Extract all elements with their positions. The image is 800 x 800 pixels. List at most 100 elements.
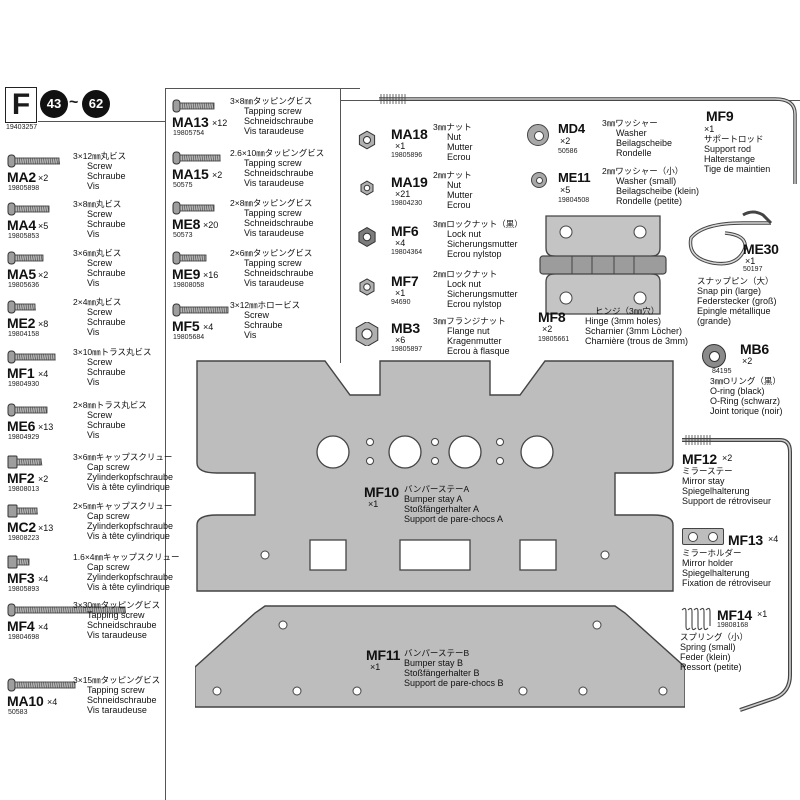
part-name-2: Vis: [87, 229, 100, 239]
part-number: 50575: [173, 182, 193, 189]
part-name-0: Screw: [87, 161, 113, 171]
mf13-desc: ミラーホルダー Mirror holder Spiegelhalterung F…: [682, 548, 772, 588]
part-code: MF4: [7, 618, 35, 634]
screw-icon: [7, 349, 61, 370]
header-code: 19403257: [6, 124, 38, 131]
part-number: 19804158: [8, 331, 40, 338]
part-size-jp: 1.6×4㎜キャップスクリュー: [73, 552, 180, 562]
part-number: 19804930: [8, 381, 40, 388]
bumper-stay-b-mf11: [195, 605, 685, 708]
frame-vertical: [165, 88, 166, 800]
part-name-0: Nut: [447, 180, 462, 190]
mf9-code: MF9: [706, 108, 734, 124]
screw-icon: [172, 150, 226, 171]
part-size-jp: 3×8㎜丸ビス: [73, 199, 122, 209]
part-qty: ×4: [395, 238, 406, 248]
part-code: MF2: [7, 470, 35, 486]
part-number: 19804698: [8, 634, 40, 641]
nut-icon: [355, 225, 379, 254]
md4-desc: 3㎜ワッシャー Washer Beilagscheibe Rondelle: [602, 118, 673, 158]
part-name-0: Tapping screw: [244, 208, 302, 218]
me30-desc: スナップピン（大） Snap pin (large) Federstecker …: [697, 276, 777, 326]
part-name-0: Cap screw: [87, 462, 130, 472]
part-qty: ×21: [395, 189, 411, 199]
mf11-code: MF11: [366, 647, 401, 663]
me30-num: 50197: [743, 266, 763, 273]
mb6-desc: 3㎜Oリング（黒） O-ring (black) O-Ring (schwarz…: [710, 376, 783, 416]
part-code: MC2: [7, 519, 36, 535]
part-name-1: Zylinderkopfschraube: [87, 572, 174, 582]
part-name-0: Tapping screw: [244, 106, 302, 116]
part-number: 19805684: [173, 334, 205, 341]
part-qty: ×13: [38, 523, 54, 533]
part-name-1: Schneidschraube: [87, 695, 157, 705]
part-name-2: Vis taraudeuse: [87, 630, 147, 640]
screw-icon: [172, 200, 220, 221]
support-rod-mf9: [379, 94, 797, 184]
frame-top-right: [165, 88, 360, 89]
part-name-2: Vis: [87, 181, 100, 191]
part-number: 19804929: [8, 434, 40, 441]
part-code: MA10: [7, 693, 44, 709]
md4-qty: ×2: [560, 136, 571, 146]
part-size-jp: 3×15㎜タッピングビス: [73, 675, 161, 685]
part-code: MA4: [7, 217, 36, 233]
part-code: MF5: [172, 318, 200, 334]
part-name-0: Flange nut: [447, 326, 490, 336]
part-name-1: Schneidschraube: [244, 116, 314, 126]
part-qty: ×4: [203, 322, 214, 332]
part-number: 19804364: [391, 249, 423, 256]
part-qty: ×1: [395, 141, 406, 151]
part-name-2: Ecrou: [447, 200, 471, 210]
mf14-code: MF14: [717, 607, 752, 623]
washer-me11: [531, 172, 547, 188]
part-code: MB3: [391, 320, 420, 336]
part-name-1: Schraube: [87, 268, 126, 278]
part-name-1: Mutter: [447, 190, 473, 200]
mf14-qty: ×1: [757, 609, 768, 619]
part-name-0: Tapping screw: [87, 610, 145, 620]
mf11-desc: バンパーステーB Bumper stay B Stoßfängerhalter …: [404, 648, 504, 688]
part-size-jp: 3㎜ナット: [433, 122, 472, 132]
part-size-jp: 2×4㎜丸ビス: [73, 297, 122, 307]
part-code: ME2: [7, 315, 36, 331]
part-qty: ×2: [38, 173, 49, 183]
part-number: 50583: [8, 709, 28, 716]
part-name-0: Tapping screw: [244, 258, 302, 268]
me11-qty: ×5: [560, 185, 571, 195]
frame-top-line: [38, 121, 165, 122]
part-name-2: Vis taraudeuse: [244, 126, 304, 136]
part-name-2: Vis: [87, 430, 100, 440]
part-name-0: Screw: [87, 258, 113, 268]
screw-icon: [7, 250, 49, 271]
screw-icon: [172, 302, 234, 323]
spring-mf14: [681, 607, 711, 631]
part-qty: ×20: [203, 220, 219, 230]
screw-icon: [7, 402, 53, 423]
part-number: 50573: [173, 232, 193, 239]
part-size-jp: 3×30㎜タッピングビス: [73, 600, 161, 610]
part-name-1: Schneidschraube: [244, 218, 314, 228]
frame-divider: [340, 88, 341, 363]
bumper-stay-a-mf10: [196, 360, 674, 592]
part-number: 19805754: [173, 130, 205, 137]
part-name-1: Schraube: [87, 367, 126, 377]
part-code: ME9: [172, 266, 201, 282]
part-name-2: Ecrou nylstop: [447, 249, 502, 259]
part-number: 94690: [391, 299, 411, 306]
part-qty: ×4: [38, 369, 49, 379]
part-name-1: Sicherungsmutter: [447, 289, 518, 299]
part-name-2: Vis: [87, 377, 100, 387]
part-number: 19805853: [8, 233, 40, 240]
screw-icon: [7, 503, 41, 524]
part-name-2: Ecrou: [447, 152, 471, 162]
part-name-2: Vis: [244, 330, 257, 340]
part-qty: ×16: [203, 270, 219, 280]
nut-icon: [355, 275, 379, 304]
mf8-code: MF8: [538, 309, 566, 325]
